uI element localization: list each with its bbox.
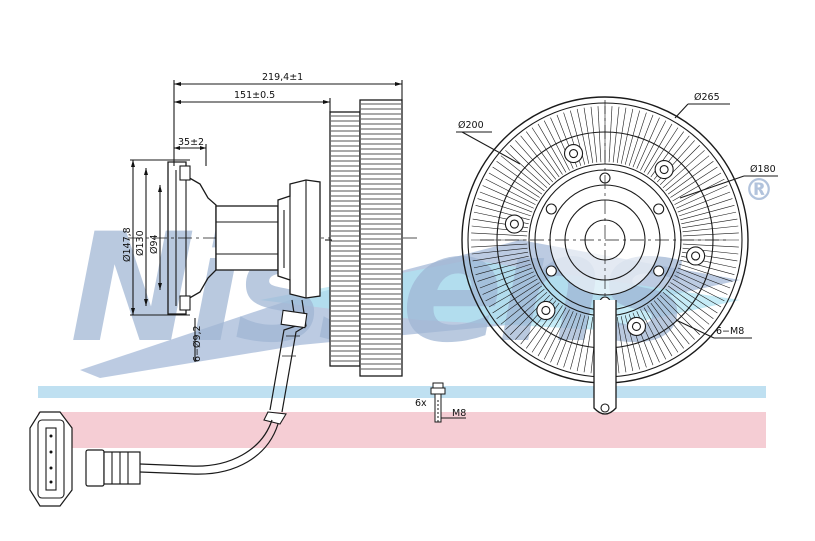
hex-bolt-icon xyxy=(430,382,466,423)
dim-pilot-dia: Ø94 xyxy=(149,234,160,254)
threaded-boss xyxy=(536,300,556,321)
watermark-pink-stripe xyxy=(38,412,766,448)
drive-shaft xyxy=(215,205,279,271)
hub-bolt-hole xyxy=(653,265,665,277)
side-view xyxy=(29,80,420,507)
leader-m8 xyxy=(675,319,715,339)
side-fins xyxy=(329,99,403,377)
watermark: Nissens ® xyxy=(38,173,774,448)
hub-bolt-hole xyxy=(545,265,557,277)
leader-200 xyxy=(461,131,521,165)
dim-flange-depth: 35±2 xyxy=(178,137,204,148)
threaded-boss xyxy=(654,159,674,180)
dim-outer-dia: Ø265 xyxy=(694,92,720,103)
sensor-arm xyxy=(593,300,617,415)
hub-bolt-hole xyxy=(545,203,557,215)
dim-flange-outer-dia: Ø147,8 xyxy=(122,227,133,262)
dim-ring-dia: Ø200 xyxy=(458,120,484,131)
connector-plug-icon xyxy=(29,411,141,507)
hub-bolt-hole xyxy=(653,203,665,215)
dim-threaded-holes: 6−M8 xyxy=(716,326,744,337)
dim-inner-dia: Ø180 xyxy=(750,164,776,175)
watermark-registered: ® xyxy=(744,173,774,208)
threaded-boss xyxy=(686,246,706,266)
bolt-thread: M8 xyxy=(452,408,466,419)
bolt-qty: 6x xyxy=(415,398,427,409)
clutch-body xyxy=(277,179,321,299)
dim-overall-length: 219,4±1 xyxy=(262,72,303,83)
dim-flange-holes: 6−Ø9,2 xyxy=(192,325,203,362)
threaded-boss xyxy=(563,143,584,164)
leader-265 xyxy=(674,103,689,119)
dim-hub-length: 151±0.5 xyxy=(234,90,275,101)
watermark-blue-stripe xyxy=(38,386,766,398)
threaded-boss xyxy=(504,214,524,234)
threaded-boss xyxy=(626,316,647,337)
dim-bolt-circle-dia: Ø130 xyxy=(135,230,146,256)
front-view xyxy=(456,96,778,415)
leader-180 xyxy=(679,175,745,199)
